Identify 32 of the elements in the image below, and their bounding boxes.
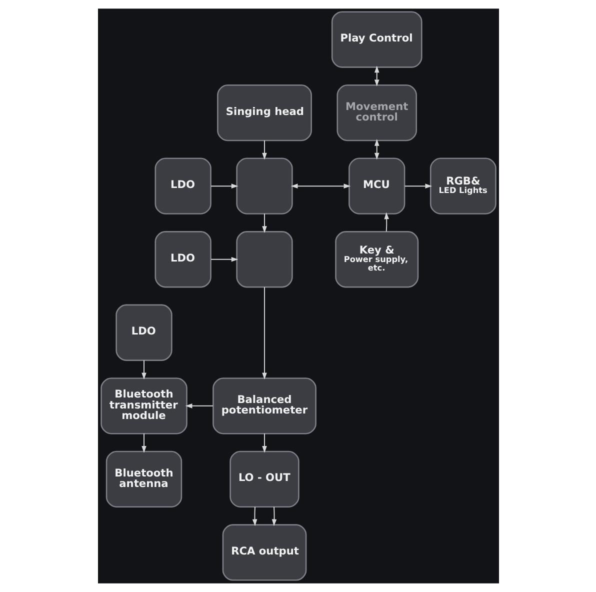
arrow	[290, 184, 350, 188]
node-box: Key & Power supply, etc.	[334, 231, 418, 288]
arrow	[184, 404, 213, 408]
arrow	[141, 433, 146, 453]
arrow	[262, 433, 266, 453]
node-box: LDO	[154, 158, 211, 214]
arrow	[271, 506, 276, 526]
node-box: MCU	[348, 158, 405, 214]
arrow	[384, 212, 388, 232]
arrow	[141, 360, 146, 380]
arrow	[210, 184, 238, 188]
node-box: Bluetooth transmitter module	[100, 378, 187, 434]
arrow	[374, 66, 379, 86]
arrow	[262, 213, 266, 233]
node-box: LDO	[115, 304, 172, 361]
node-box: LO - OUT	[229, 450, 299, 508]
node-box: RCA output	[222, 524, 306, 581]
node-box	[236, 231, 292, 288]
node-box: Singing head	[216, 84, 312, 142]
node-box: RGB& LED Lights	[429, 158, 496, 214]
node-box: Balanced potentiometer	[212, 378, 316, 434]
node-box	[236, 158, 292, 214]
node-box: Play Control	[330, 11, 422, 68]
arrow	[262, 286, 266, 380]
arrow	[210, 256, 238, 262]
arrow	[374, 139, 379, 160]
arrow	[252, 506, 257, 526]
node-box: Movement control	[336, 84, 416, 142]
arrow	[404, 184, 432, 188]
node-box: LDO	[154, 231, 211, 288]
node-box: Bluetooth antenna	[105, 450, 182, 508]
arrow	[262, 140, 266, 160]
